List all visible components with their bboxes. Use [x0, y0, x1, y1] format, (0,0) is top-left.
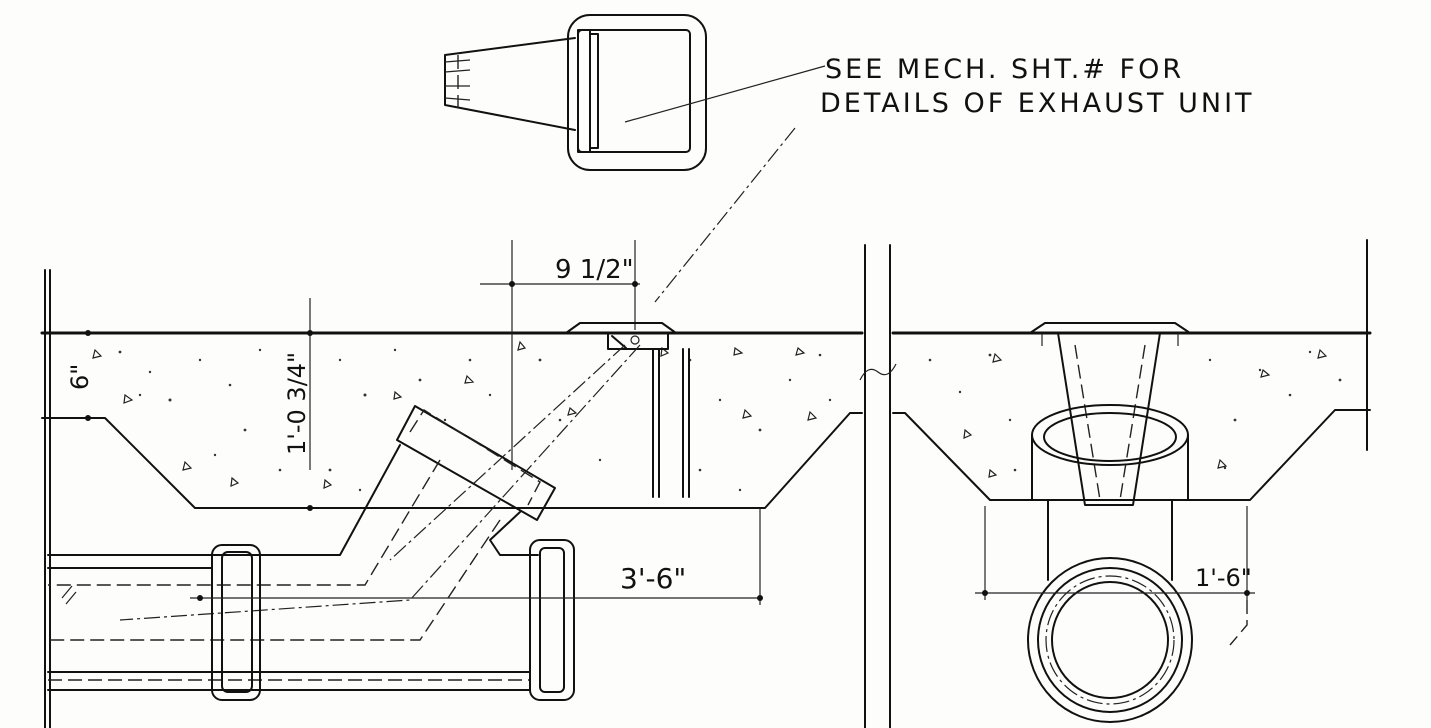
mech-note: SEE MECH. SHT.# FOR DETAILS OF EXHAUST U… — [624, 54, 1255, 303]
exhaust-cap-left — [565, 322, 690, 498]
dim-slab-top: 6" — [66, 364, 94, 390]
exhaust-unit-detail — [444, 14, 707, 171]
note-leader-2 — [654, 127, 796, 303]
dimension-labels: 9 1/2" 6" 1'-0 3/4" 3'-6" 1'-6" — [66, 255, 1252, 595]
dim-slab-depth: 1'-0 3/4" — [283, 352, 311, 455]
dim-depth-right: 1'-6" — [1195, 564, 1252, 592]
note-leader-1 — [624, 65, 826, 123]
dim-run: 3'-6" — [620, 562, 686, 595]
break-line — [859, 244, 897, 728]
note-line-2: DETAILS OF EXHAUST UNIT — [820, 88, 1255, 119]
right-slab-section — [891, 239, 1372, 723]
dim-offset: 9 1/2" — [555, 255, 634, 285]
left-slab-section — [40, 240, 864, 728]
note-line-1: SEE MECH. SHT.# FOR — [825, 54, 1184, 85]
wye-pipe — [47, 344, 763, 701]
